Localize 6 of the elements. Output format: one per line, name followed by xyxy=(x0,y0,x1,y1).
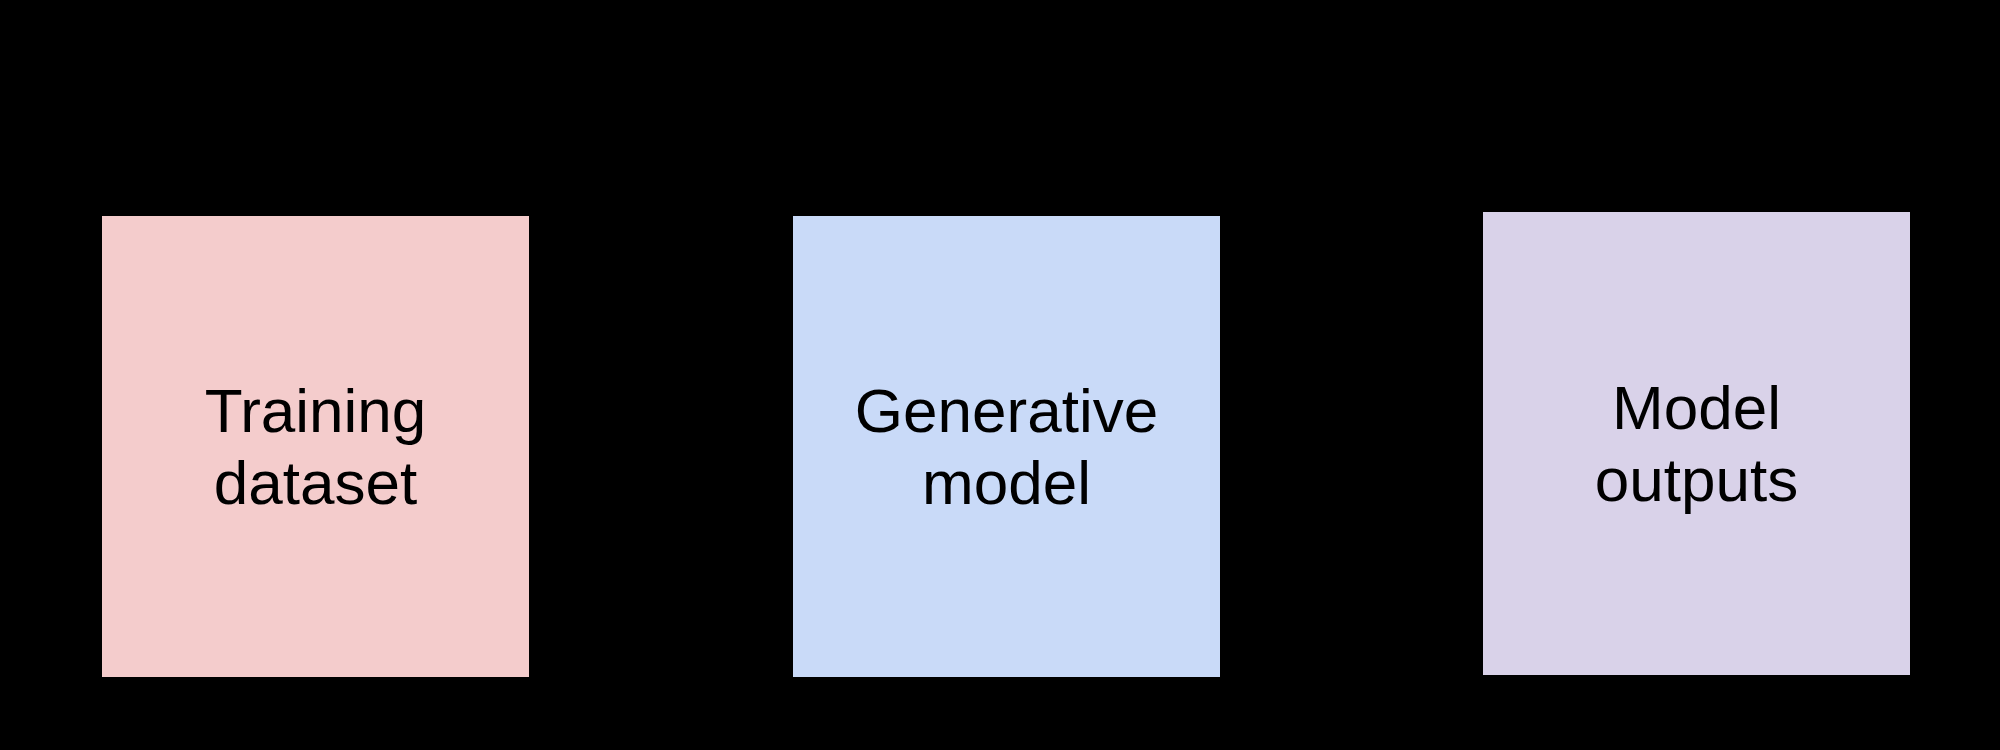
process-box xyxy=(793,216,1220,677)
box-label: Model outputs xyxy=(1593,372,1800,515)
process-box xyxy=(102,216,529,677)
process-box xyxy=(1483,212,1910,675)
box-label: Training dataset xyxy=(203,375,428,518)
box-label: Generative model xyxy=(853,375,1160,518)
